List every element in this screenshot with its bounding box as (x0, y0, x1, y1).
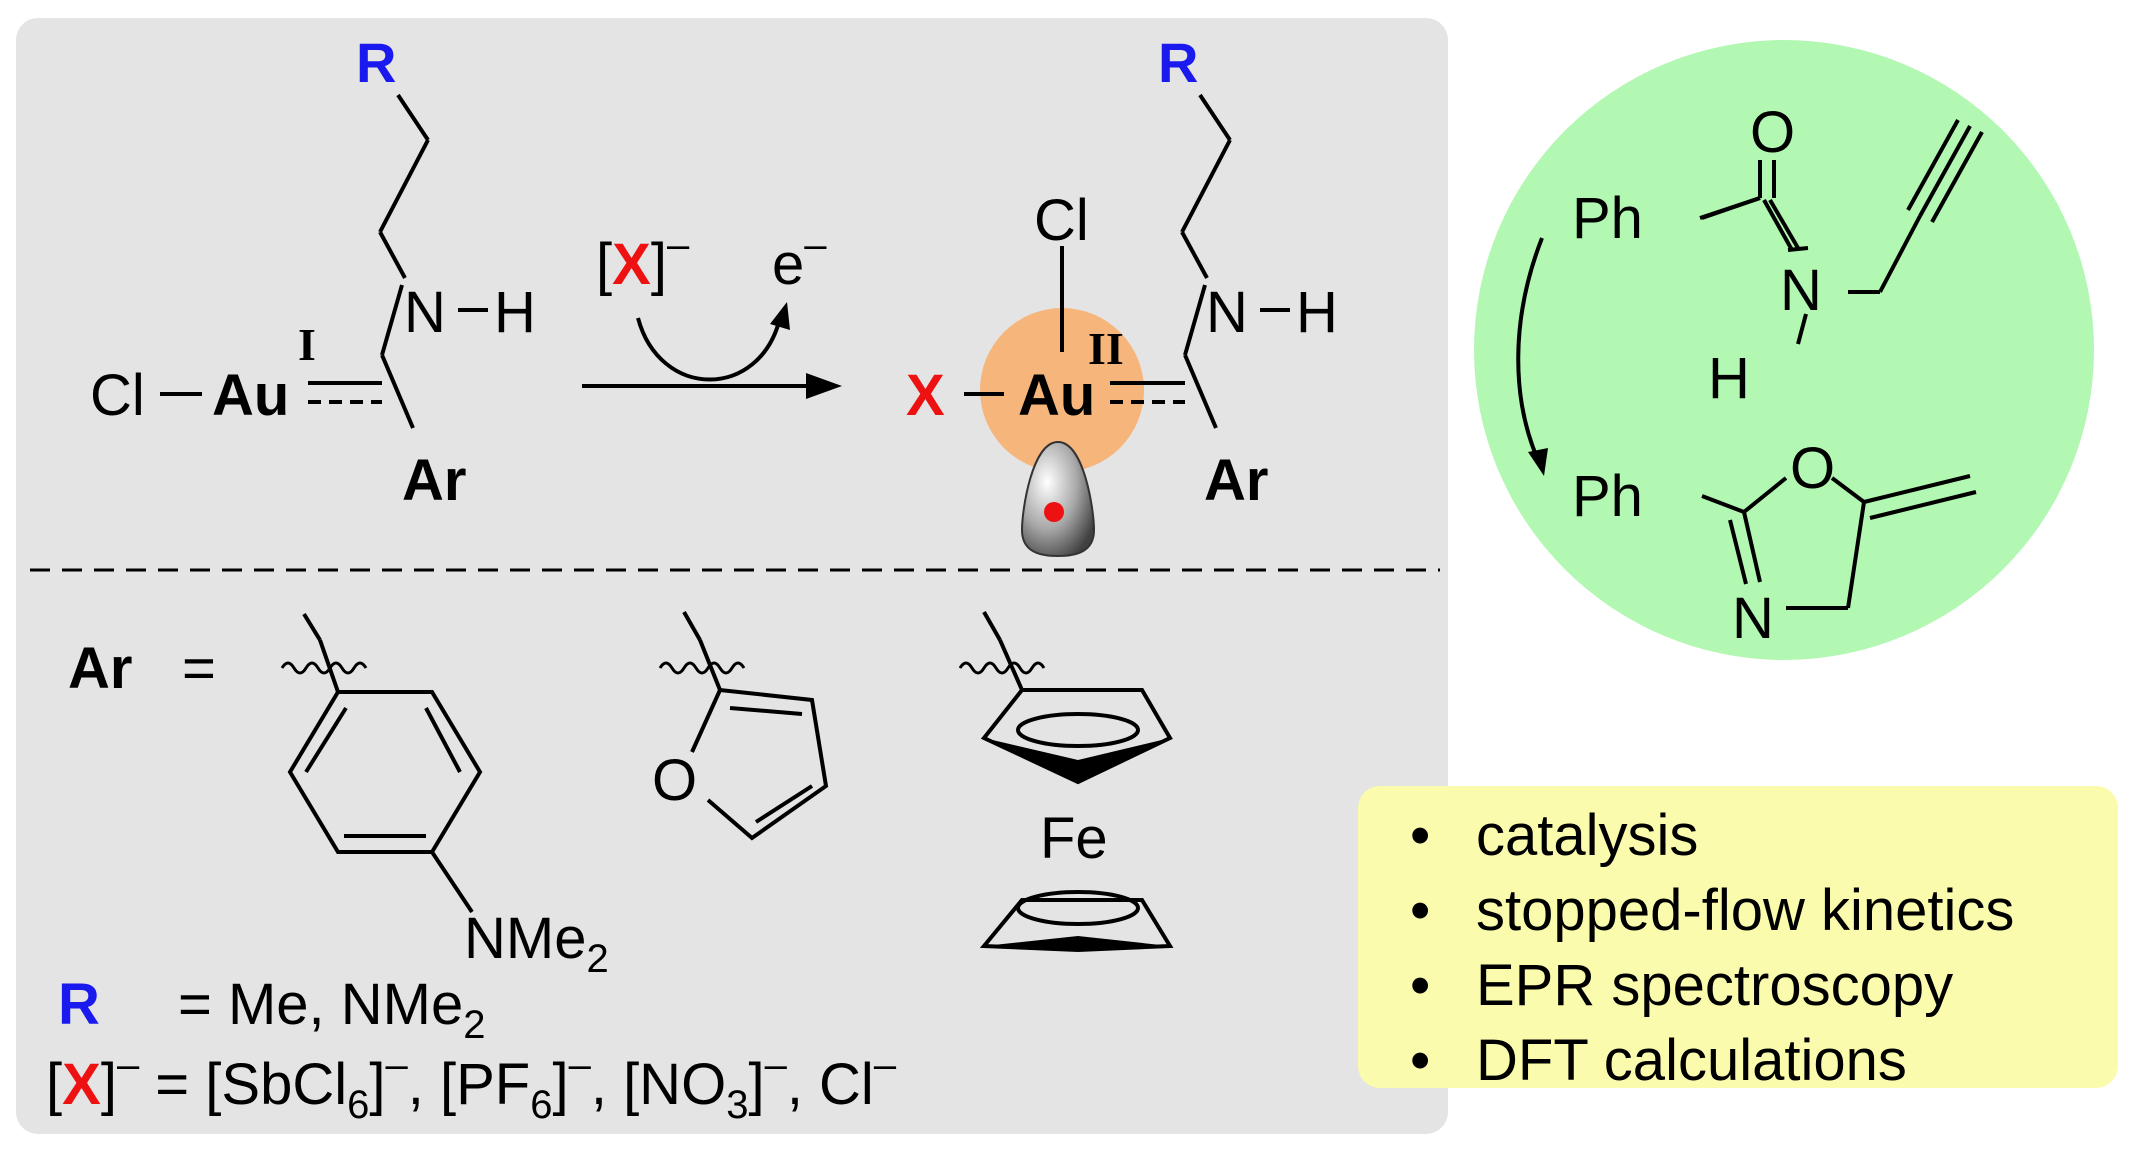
gold-orbital (980, 308, 1144, 472)
ferrocenyl-structure (958, 611, 1174, 953)
right-oxidation-label: II (1088, 323, 1124, 374)
cp-wedge-bottom (984, 936, 1170, 950)
h-top-label: H (1708, 346, 1750, 411)
right-ar-label: Ar (1204, 448, 1268, 513)
r-definition-label: R (58, 972, 100, 1037)
furan-o-label: O (652, 748, 697, 813)
o-ring-label: O (1790, 436, 1835, 501)
method-label: DFT calculations (1476, 1028, 1907, 1093)
cyclization-arrow (1516, 237, 1544, 461)
ar-equals-sign: = (182, 636, 216, 701)
electron-arrowhead-icon (770, 302, 790, 330)
method-item: • catalysis (1410, 798, 2118, 873)
method-label: EPR spectroscopy (1476, 953, 1954, 1018)
left-n-label: N (404, 280, 446, 345)
spin-density-drop (1020, 440, 1096, 558)
bullet-icon: • (1410, 1028, 1431, 1093)
ph-bottom-label: Ph (1572, 464, 1643, 529)
method-label: catalysis (1476, 803, 1699, 868)
right-r-label: R (1158, 31, 1198, 94)
left-oxidation-label: I (298, 319, 316, 370)
left-ar-label: Ar (402, 448, 466, 513)
method-item: • DFT calculations (1410, 1023, 2118, 1098)
method-item: • EPR spectroscopy (1410, 948, 2118, 1023)
methods-list: • catalysis • stopped-flow kinetics • EPR s… (1410, 798, 2118, 1098)
electron-label: e– (772, 223, 827, 297)
right-cl-label: Cl (1034, 188, 1089, 253)
reaction-arrow (582, 317, 812, 388)
bullet-icon: • (1410, 878, 1431, 943)
o-top-label: O (1750, 100, 1795, 165)
reaction-arrowhead-icon (806, 373, 842, 399)
catalysis-circle (1474, 40, 2094, 660)
bullet-icon: • (1410, 803, 1431, 868)
right-x-label: X (906, 363, 945, 428)
x-definition-text: [X]– = [SbCl6]–, [PF6]–, [NO3]–, Cl– (46, 1043, 897, 1127)
left-au-label: Au (212, 363, 289, 428)
right-n-label: N (1206, 280, 1248, 345)
n-top-label: N (1780, 258, 1822, 323)
bullet-icon: • (1410, 953, 1431, 1018)
ar-definition-label: Ar (68, 636, 132, 701)
methods-box: • catalysis • stopped-flow kinetics • EPR s… (1358, 786, 2118, 1093)
ph-top-label: Ph (1572, 186, 1643, 251)
right-au-label: Au (1018, 363, 1095, 428)
method-item: • stopped-flow kinetics (1410, 873, 2118, 948)
amide-bonds (1701, 196, 1808, 345)
nme2-label: NMe2 (464, 906, 609, 981)
reagent-label: [X]– (596, 223, 690, 297)
left-cl-label: Cl (90, 363, 145, 428)
radical-dot (1044, 502, 1064, 522)
cyclization-arrowhead-icon (1528, 448, 1548, 476)
r-values-text: = Me, NMe2 (178, 972, 486, 1047)
propargylamide-structure (1699, 119, 1984, 294)
aminophenyl-structure (280, 612, 483, 914)
method-label: stopped-flow kinetics (1476, 878, 2015, 943)
left-h-label: H (494, 280, 536, 345)
cp-wedge-top (984, 738, 1170, 782)
scheme-panel (16, 18, 1448, 1134)
right-complex (964, 93, 1290, 429)
n-ring-label: N (1732, 586, 1774, 651)
ferrocene-fe-label: Fe (1040, 806, 1108, 871)
furyl-structure (658, 611, 829, 841)
left-r-label: R (356, 31, 396, 94)
right-h-label: H (1296, 280, 1338, 345)
oxazoline-structure (1701, 474, 1977, 610)
left-complex (160, 93, 488, 429)
